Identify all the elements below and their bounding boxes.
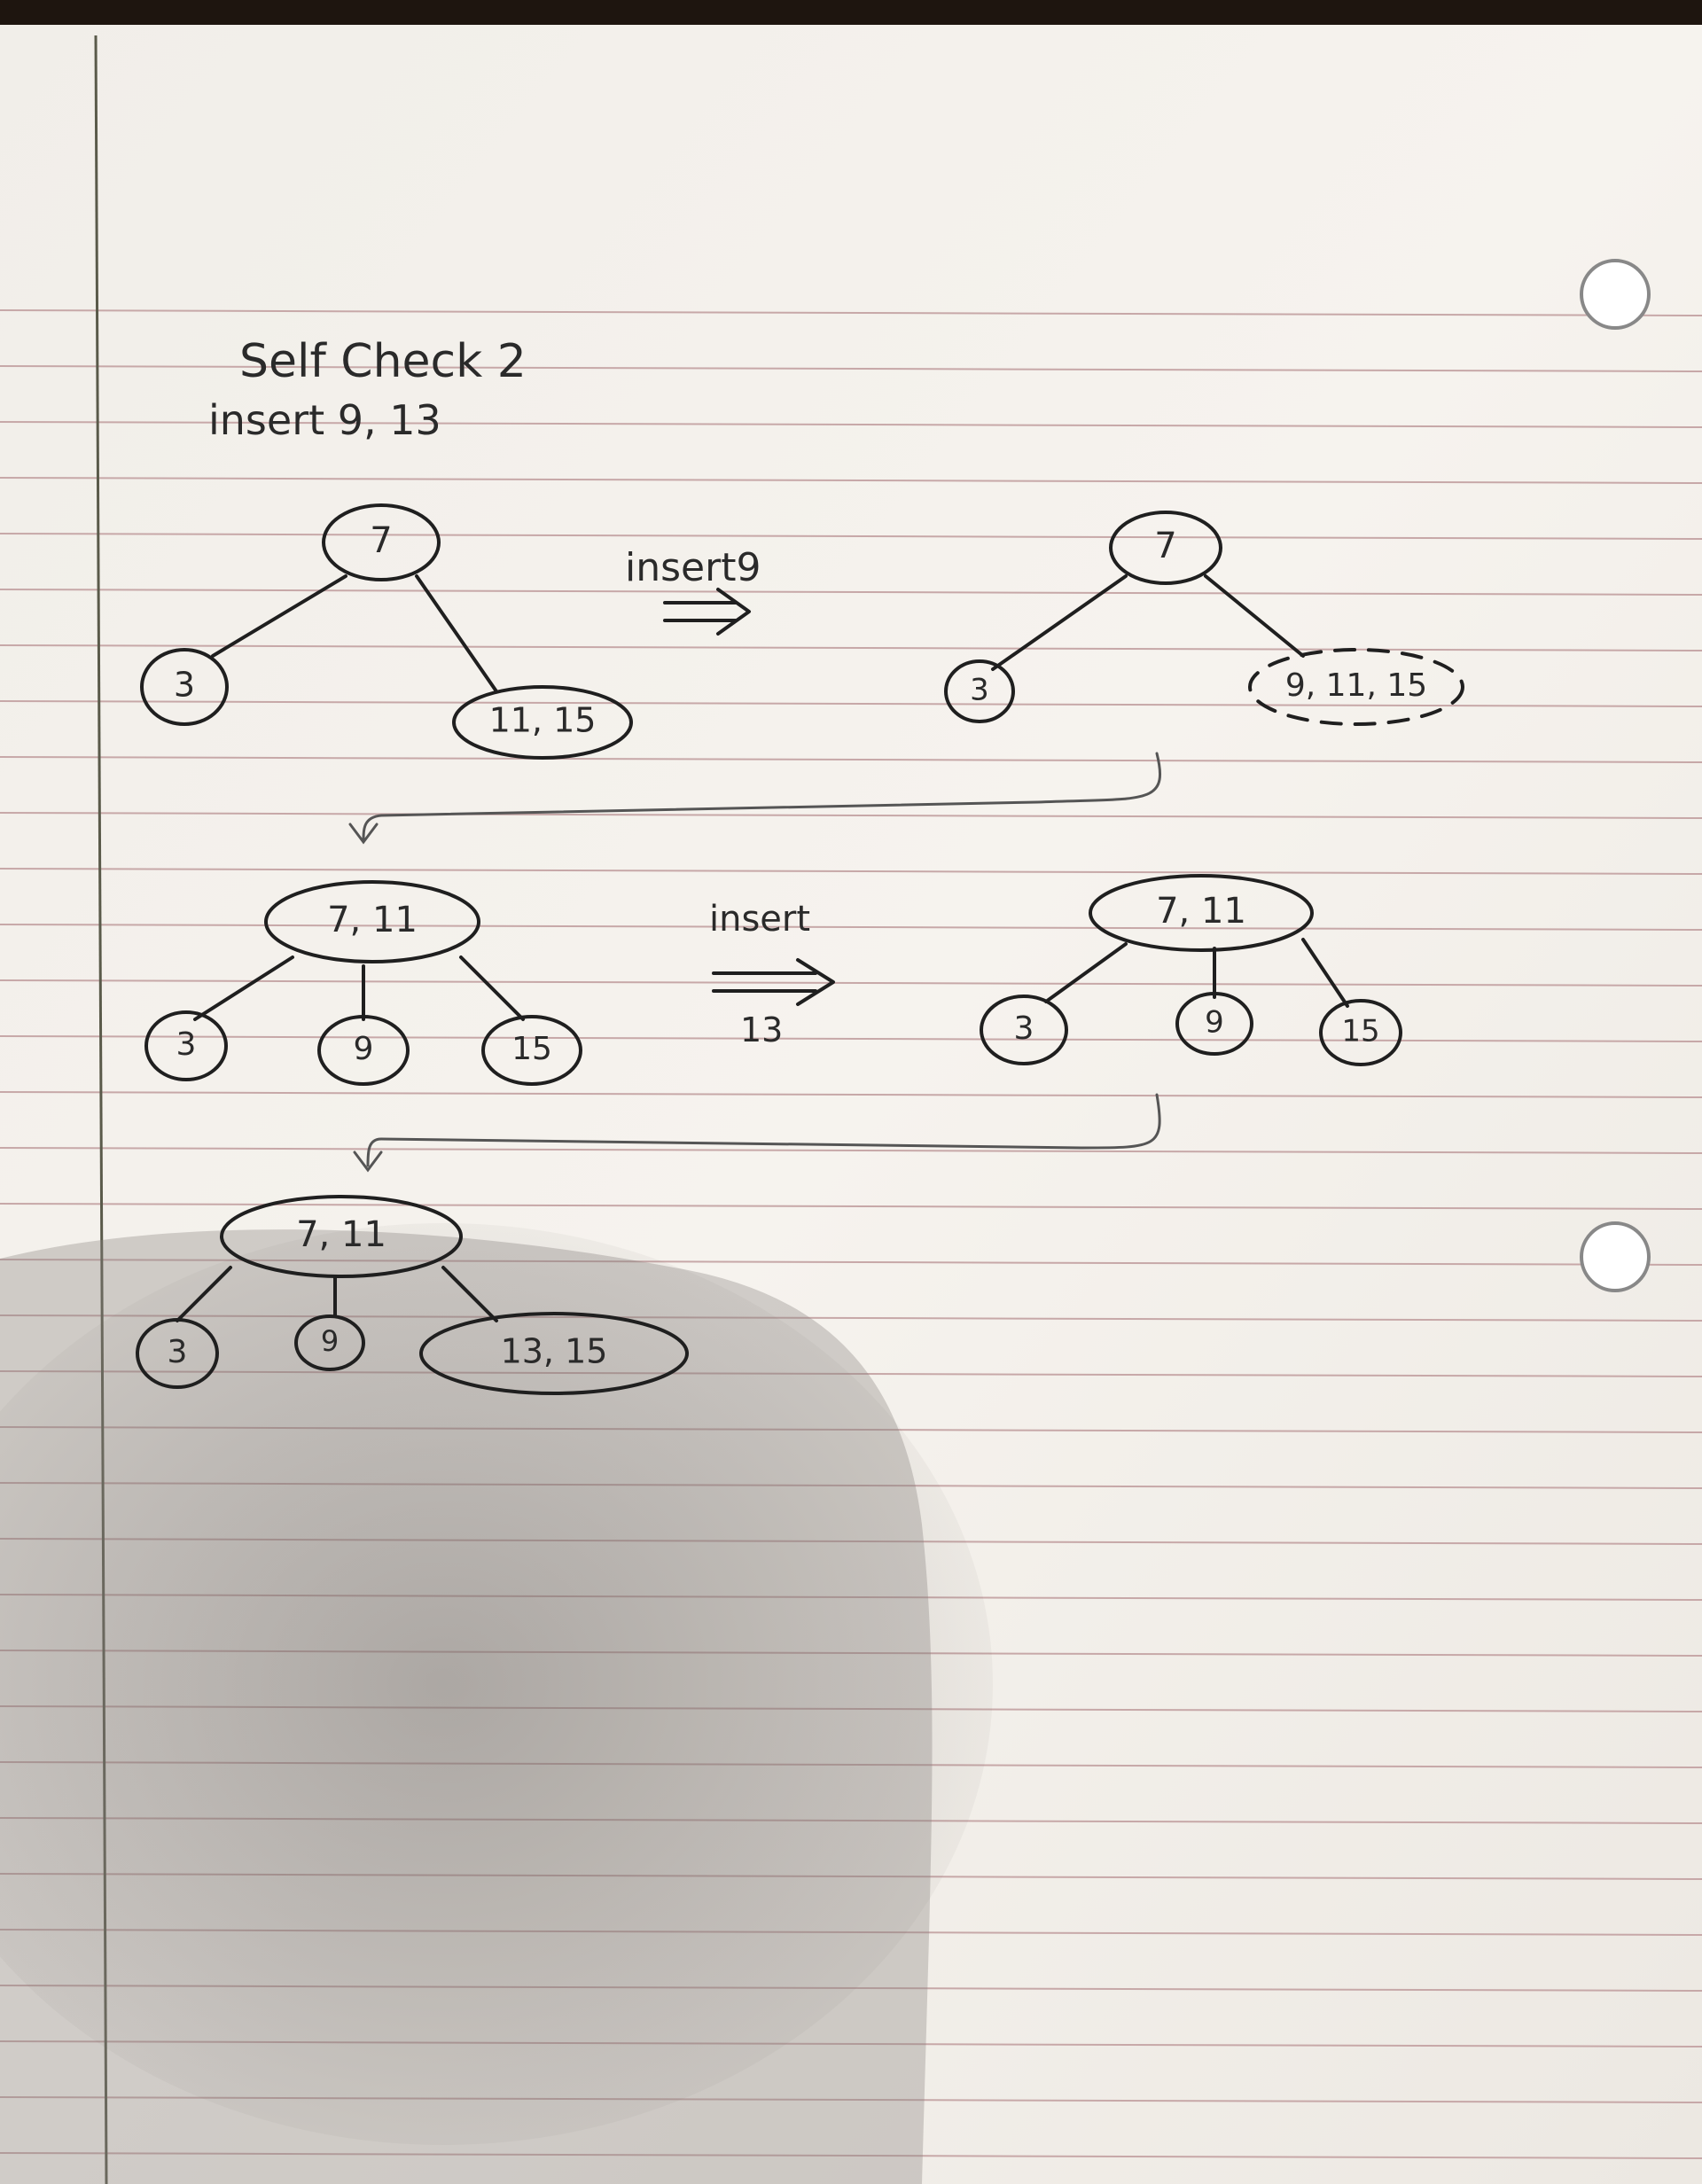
tree-step4: 7, 11 3 9 15 [980, 874, 1402, 1066]
ruled-line [0, 1203, 1702, 1210]
ruled-line [0, 2152, 1702, 2159]
node-root-label: 7 [370, 520, 392, 561]
ruled-line [0, 1147, 1702, 1154]
hand-shadow [0, 1223, 993, 2184]
punch-hole-top [1580, 259, 1651, 330]
ruled-line [0, 924, 1702, 931]
node-left [944, 659, 1015, 723]
node-root [1109, 511, 1222, 585]
edge-root-left [991, 574, 1128, 671]
tree-step2: 7 3 9, 11, 15 [944, 511, 1464, 726]
node-root [264, 880, 480, 963]
arrow-insert-9: insert9 [625, 545, 761, 636]
insert-13-word: insert [709, 899, 810, 940]
edge-root-right [441, 1266, 498, 1322]
edge-root-left [1044, 942, 1128, 1003]
node-left [980, 994, 1068, 1065]
punch-hole-middle [1580, 1221, 1651, 1292]
tree-step1: 7 3 11, 15 [140, 503, 633, 760]
node-middle [1175, 992, 1253, 1056]
ruled-line [0, 533, 1702, 540]
ruled-line [0, 309, 1702, 316]
connector-split [362, 752, 1161, 843]
ruled-line [0, 421, 1702, 428]
node-left [136, 1318, 219, 1389]
node-root [1089, 874, 1314, 952]
node-left-label: 3 [168, 1334, 188, 1370]
ruled-line [0, 812, 1702, 819]
node-left-label: 3 [970, 673, 989, 708]
node-root-label: 7, 11 [1156, 891, 1246, 932]
node-right-overflow [1248, 648, 1464, 726]
ruled-line [0, 1035, 1702, 1042]
down-arrow-icon [353, 1150, 383, 1173]
node-right-label: 11, 15 [489, 701, 597, 740]
node-left [144, 1010, 228, 1081]
node-left-label: 3 [1014, 1010, 1034, 1047]
double-arrow-icon [712, 958, 835, 1006]
node-right [452, 685, 633, 760]
ruled-line [0, 979, 1702, 987]
insert-9-label: insert9 [625, 545, 761, 590]
node-right-label: 15 [1341, 1014, 1379, 1049]
node-right [419, 1312, 689, 1395]
connector-next [366, 1093, 1161, 1167]
node-right [481, 1015, 582, 1086]
ruled-line [0, 365, 1702, 372]
ruled-line [0, 644, 1702, 651]
edge-root-right [415, 574, 498, 693]
node-right [1319, 999, 1402, 1066]
ruled-line [0, 700, 1702, 707]
ruled-line [0, 477, 1702, 484]
page-subtitle: insert 9, 13 [208, 396, 441, 444]
insert-13-number: 13 [740, 1010, 783, 1049]
node-root-label: 7, 11 [296, 1214, 386, 1255]
edge-root-right [459, 956, 525, 1021]
arrow-insert-13: insert 13 [709, 899, 835, 1049]
node-middle-label: 9 [1205, 1005, 1224, 1041]
edge-root-right [1301, 938, 1349, 1008]
node-left-label: 3 [174, 666, 195, 705]
edge-root-left [176, 1266, 232, 1322]
page-title: Self Check 2 [239, 335, 527, 388]
node-middle [294, 1314, 365, 1371]
edge-root-right [1204, 574, 1305, 658]
node-middle-label: 9 [354, 1031, 374, 1067]
ruled-line [0, 1091, 1702, 1098]
node-root-label: 7 [1154, 526, 1176, 566]
node-root [220, 1195, 463, 1278]
double-arrow-icon [663, 588, 751, 636]
node-right-label: 15 [511, 1031, 552, 1067]
node-root-label: 7, 11 [327, 900, 418, 940]
table-edge [0, 0, 1702, 27]
tree-step5: 7, 11 3 9 13, 15 [136, 1195, 689, 1395]
node-left-label: 3 [176, 1026, 197, 1063]
edge-root-left [211, 574, 347, 658]
node-left [140, 648, 229, 726]
ruled-line [0, 589, 1702, 596]
node-root [322, 503, 441, 581]
node-middle-label: 9 [321, 1324, 339, 1358]
down-arrow-icon [348, 823, 379, 845]
ruled-line [0, 756, 1702, 763]
node-right-label: 13, 15 [501, 1332, 608, 1371]
node-middle [317, 1015, 410, 1086]
punch-holes [1580, 259, 1651, 1292]
edge-root-left [193, 956, 294, 1021]
ruled-line [0, 868, 1702, 875]
node-right-label: 9, 11, 15 [1285, 667, 1427, 704]
tree-step3: 7, 11 3 9 15 [144, 880, 582, 1086]
